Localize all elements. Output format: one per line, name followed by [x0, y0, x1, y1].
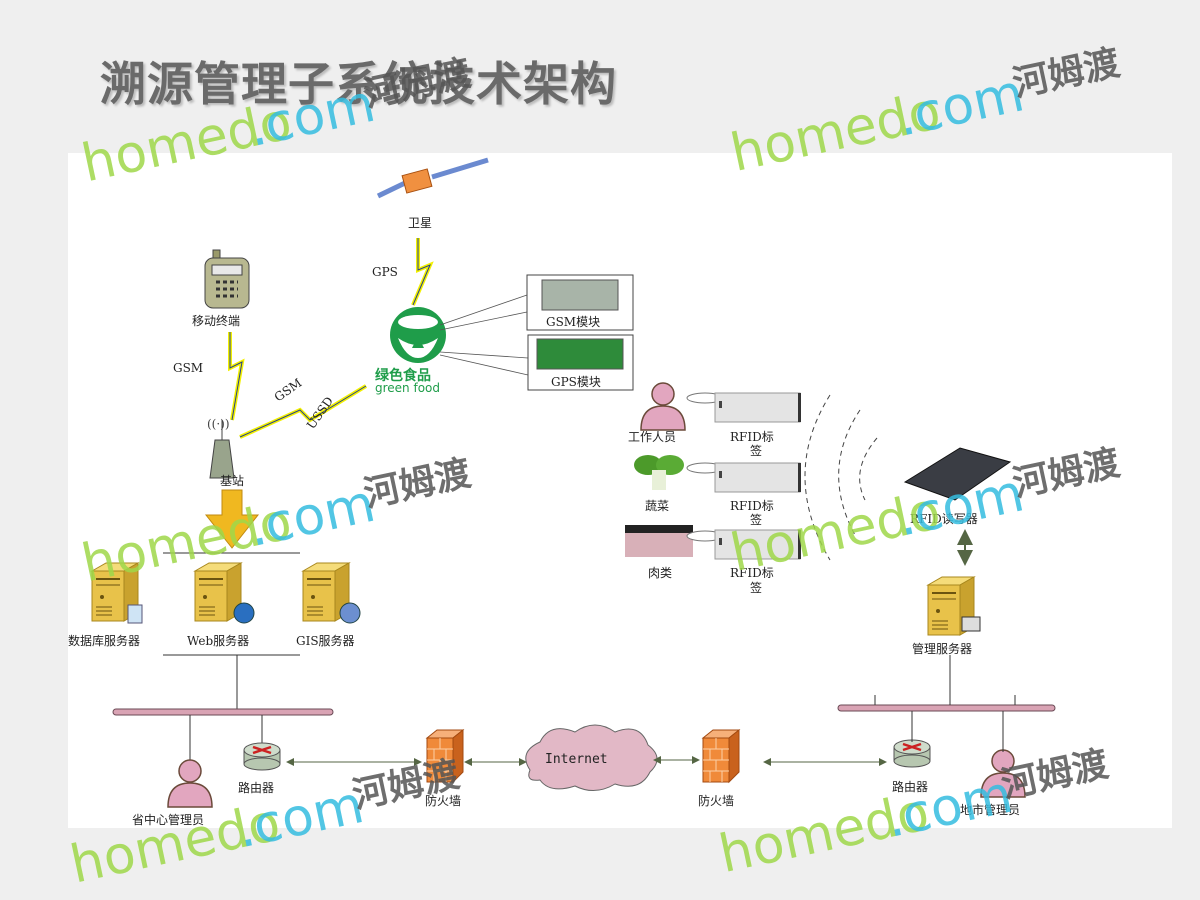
- svg-text:河姆渡: 河姆渡: [360, 453, 474, 516]
- gps-module-label: GPS模块: [551, 375, 601, 389]
- internet-label: Internet: [545, 752, 608, 767]
- green-food-logo: [390, 307, 446, 363]
- base-station-icon: ((·)): [207, 417, 235, 479]
- gsm-link-label: GSM: [173, 361, 203, 375]
- mobile-phone-icon: [204, 249, 250, 309]
- rfid-tag-label: RFID标: [730, 566, 774, 580]
- gsm-ussd-lightning-icon: [239, 384, 368, 439]
- network-bus-right: [837, 704, 1056, 712]
- rfid-tag-label: RFID标: [730, 499, 774, 513]
- router-right-icon: [892, 738, 932, 769]
- base-station-label: 基站: [220, 474, 244, 488]
- rfid-tag-icon: [714, 462, 802, 493]
- firewall-right-icon: [702, 729, 740, 783]
- ussd-link-label: USSD: [304, 394, 336, 431]
- down-arrow-icon: [204, 489, 260, 549]
- management-server-label: 管理服务器: [912, 641, 972, 656]
- vegetable-label: 蔬菜: [645, 499, 669, 513]
- gis-server-label: GIS服务器: [296, 633, 355, 648]
- satellite-label: 卫星: [408, 216, 432, 230]
- rfid-tag-label-2: 签: [750, 443, 762, 458]
- svg-text:((·)): ((·)): [207, 417, 230, 431]
- router-left-label: 路由器: [238, 780, 274, 795]
- web-server-label: Web服务器: [187, 633, 249, 648]
- svg-text:.com: .com: [243, 74, 380, 159]
- firewall-right-label: 防火墙: [698, 793, 734, 808]
- green-food-en: green food: [375, 381, 440, 395]
- gps-module-icon: [536, 338, 624, 370]
- rfid-tag-label: RFID标: [730, 430, 774, 444]
- svg-text:河姆渡: 河姆渡: [360, 53, 474, 116]
- mobile-terminal-label: 移动终端: [192, 313, 240, 328]
- gsm-link2-label: GSM: [272, 376, 305, 405]
- svg-text:河姆渡: 河姆渡: [998, 744, 1112, 807]
- worker-icon: [640, 382, 686, 431]
- green-food-cn: 绿色食品: [375, 367, 431, 384]
- svg-text:.com: .com: [892, 63, 1029, 148]
- gsm-lightning-icon: [228, 332, 245, 421]
- gps-link-label: GPS: [372, 265, 398, 279]
- rfid-tag-label-2: 签: [750, 580, 762, 595]
- svg-text:.com: .com: [880, 765, 1017, 850]
- svg-text:河姆渡: 河姆渡: [1009, 42, 1123, 105]
- radio-waves-icon: [804, 394, 878, 561]
- satellite-icon: [376, 157, 489, 199]
- meat-label: 肉类: [648, 566, 672, 580]
- svg-text:河姆渡: 河姆渡: [1009, 442, 1123, 505]
- gsm-module-label: GSM模块: [546, 315, 600, 329]
- svg-text:.com: .com: [243, 474, 380, 559]
- firewall-left-label: 防火墙: [425, 793, 461, 808]
- svg-text:.com: .com: [892, 463, 1029, 548]
- gsm-module-icon: [541, 279, 619, 311]
- router-left-icon: [242, 741, 282, 772]
- rfid-reader-label: RFID读写器: [910, 512, 978, 526]
- worker-label: 工作人员: [628, 430, 676, 444]
- city-admin-label: 地市管理员: [960, 802, 1020, 817]
- database-server-label: 数据库服务器: [68, 633, 140, 648]
- page-title: 溯源管理子系统技术架构: [100, 57, 617, 111]
- network-bus-left: [112, 708, 334, 716]
- rfid-tag-label-2: 签: [750, 512, 762, 527]
- provincial-admin-label: 省中心管理员: [132, 812, 204, 827]
- vegetable-icon: [634, 455, 684, 490]
- rfid-tag-icon: [714, 392, 802, 423]
- provincial-admin-icon: [167, 759, 213, 808]
- router-right-label: 路由器: [892, 779, 928, 794]
- rfid-reader-icon: [903, 447, 1012, 501]
